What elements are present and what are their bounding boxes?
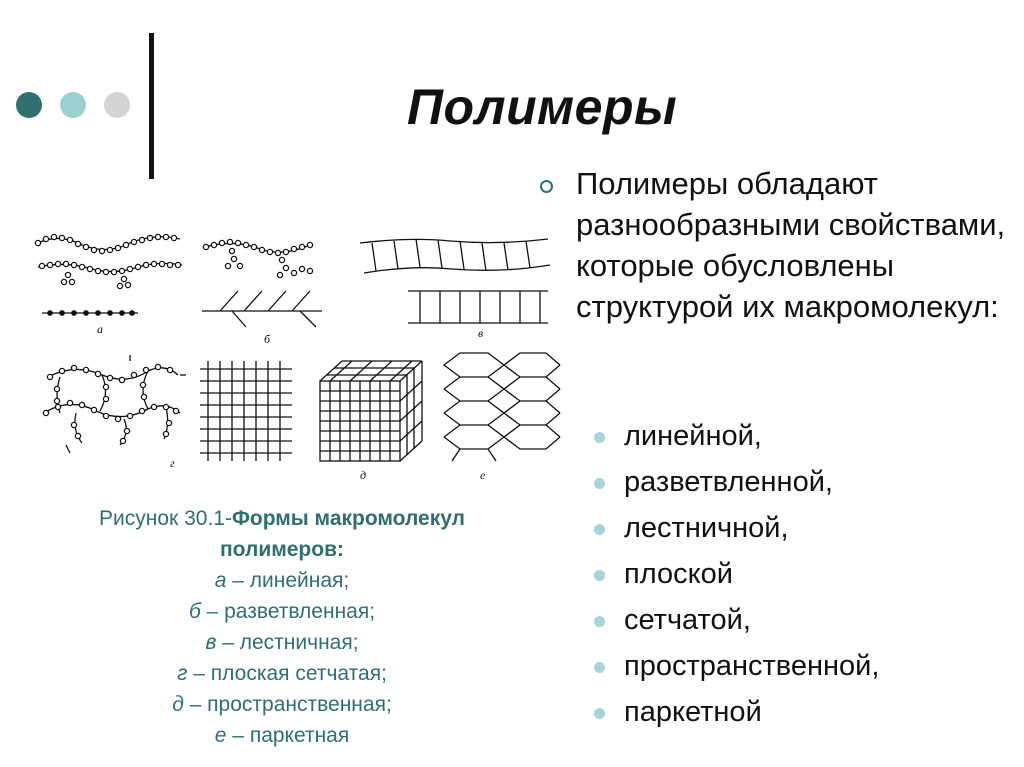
bullet-dot-icon xyxy=(594,432,605,443)
caption-heading-line2: полимеров: xyxy=(219,538,344,561)
panel-ladder xyxy=(359,238,551,324)
panel-parquet xyxy=(442,352,561,462)
decor-dot-dark xyxy=(16,92,42,118)
list-item: лестничной, xyxy=(590,508,1010,554)
caption-prefix: Рисунок 30.1- xyxy=(99,507,232,530)
figure-label-d: д xyxy=(360,468,366,482)
figure-label-v: в xyxy=(478,326,483,340)
list-item: пространственной, xyxy=(590,646,1010,692)
decor-vertical-bar xyxy=(149,33,154,179)
bullet-dot-icon xyxy=(594,570,605,581)
list-item: плоской xyxy=(590,554,1010,600)
panel-planar-network xyxy=(42,355,186,454)
caption-line: г – плоская сетчатая; xyxy=(177,662,387,685)
bullet-ring-icon xyxy=(540,180,553,193)
bullet-dot-icon xyxy=(594,662,605,673)
decor-dot-gray xyxy=(104,92,130,118)
polymer-forms-figure: а б в г д е xyxy=(34,233,561,482)
caption-heading-line1: Формы макромолекул xyxy=(231,507,465,530)
bullet-dot-icon xyxy=(594,616,605,627)
list-item: линейной, xyxy=(590,416,1010,462)
caption-line: а – линейная; xyxy=(214,569,350,592)
figure-label-e: е xyxy=(480,468,486,482)
panel-linear xyxy=(34,233,183,316)
sub-bullet-list: линейной, разветвленной, лестничной, пло… xyxy=(590,416,1010,738)
caption-heading: Рисунок 30.1-Формы макромолекул xyxy=(18,503,546,534)
bullet-dot-icon xyxy=(594,708,605,719)
caption-line: д – пространственная; xyxy=(172,693,392,716)
figure-caption: Рисунок 30.1-Формы макромолекул полимеро… xyxy=(18,503,546,751)
caption-line: в – лестничная; xyxy=(205,631,359,654)
decor-dots xyxy=(16,92,136,118)
caption-line: б – разветвленная; xyxy=(188,600,376,623)
bullet-dot-icon xyxy=(594,478,605,489)
list-item: паркетной xyxy=(590,692,1010,738)
list-item: сетчатой, xyxy=(590,600,1010,646)
caption-line: е – паркетная xyxy=(214,724,350,747)
panel-branched xyxy=(202,238,322,328)
figure-label-a: а xyxy=(97,322,103,336)
panel-grid xyxy=(200,361,292,461)
figure-label-g: г xyxy=(170,456,175,470)
panel-spatial-cube xyxy=(319,360,423,462)
lead-text: Полимеры обладают разнообразными свойств… xyxy=(576,166,1006,324)
figure-label-b: б xyxy=(264,332,271,346)
bullet-dot-icon xyxy=(594,524,605,535)
decor-dot-light xyxy=(60,92,86,118)
slide-title: Полимеры xyxy=(407,79,678,135)
list-item: разветвленной, xyxy=(590,462,1010,508)
